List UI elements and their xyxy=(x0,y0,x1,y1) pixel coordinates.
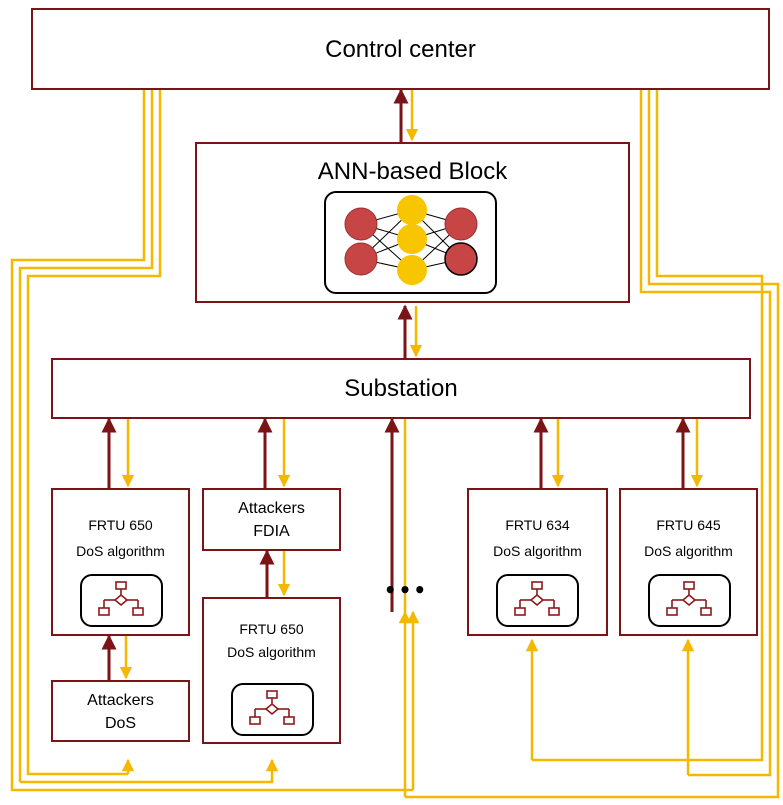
attackers-dos-line2: DoS xyxy=(104,715,137,732)
frtu-650-b-name: FRTU 650 xyxy=(239,621,304,637)
frtu-634-name: FRTU 634 xyxy=(505,517,570,533)
left-wire-bundle-b xyxy=(20,758,279,784)
attackers-dos-line1: Attackers xyxy=(87,692,154,709)
substation-box: Substation xyxy=(51,358,751,419)
flowchart-icon xyxy=(80,574,163,627)
frtu-650-a-name: FRTU 650 xyxy=(88,517,153,533)
attackers-dos-box: Attackers DoS xyxy=(51,680,190,742)
attackers-fdia-line2: FDIA xyxy=(253,523,290,540)
substation-label: Substation xyxy=(344,375,458,402)
control-center-label: Control center xyxy=(325,36,476,63)
frtu-645-name: FRTU 645 xyxy=(656,517,721,533)
ann-block: ANN-based Block xyxy=(195,142,630,303)
control-center-box: Control center xyxy=(31,8,770,90)
frtu-650-a-box: FRTU 650 DoS algorithm xyxy=(51,488,190,636)
frtu-645-box: FRTU 645 DoS algorithm xyxy=(619,488,758,636)
frtu-650-b-box: FRTU 650 DoS algorithm xyxy=(202,597,341,744)
left-wire-bundle-a xyxy=(10,90,413,792)
more-substations-ellipsis: ••• xyxy=(383,578,429,602)
flowchart-icon xyxy=(231,683,314,736)
flowchart-icon xyxy=(648,574,731,627)
attackers-fdia-box: Attackers FDIA xyxy=(202,488,341,551)
frtu-650-b-algorithm: DoS algorithm xyxy=(227,644,316,660)
frtu-634-box: FRTU 634 DoS algorithm xyxy=(467,488,608,636)
attackers-fdia-line1: Attackers xyxy=(238,500,305,517)
ann-block-label: ANN-based Block xyxy=(317,158,508,185)
frtu-634-algorithm: DoS algorithm xyxy=(493,543,582,559)
frtu-645-algorithm: DoS algorithm xyxy=(644,543,733,559)
neural-network-icon xyxy=(324,191,497,294)
right-wire-bundle xyxy=(398,90,780,799)
flowchart-icon xyxy=(496,574,579,627)
frtu-650-a-algorithm: DoS algorithm xyxy=(76,543,165,559)
